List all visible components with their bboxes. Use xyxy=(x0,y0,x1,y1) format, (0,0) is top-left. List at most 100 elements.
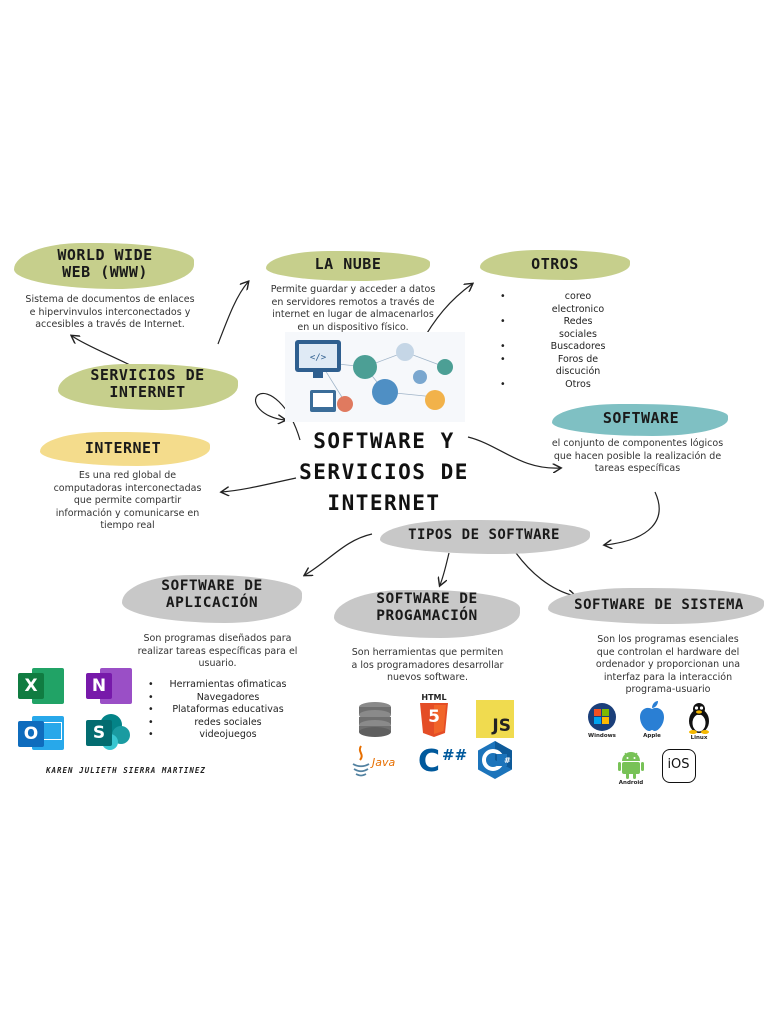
otros-title-brush xyxy=(480,250,630,280)
aplicacion-title: SOFTWARE DE APLICACIÓN xyxy=(132,578,292,611)
onenote-icon: N xyxy=(86,666,132,706)
tipos-title-brush xyxy=(380,520,590,554)
otros-item: coreo electronico xyxy=(500,291,612,316)
programacion-description: Son herramientas que permiten a los prog… xyxy=(340,647,515,685)
otros-item: Buscadores xyxy=(500,341,612,354)
java-cup xyxy=(352,745,370,777)
www-desc-line: e hipervinvulos interconectados y xyxy=(29,306,191,318)
sistema-title: SOFTWARE DE SISTEMA xyxy=(574,597,744,613)
html5-icon: HTML 5 xyxy=(414,693,454,739)
arrow-to-software xyxy=(467,436,560,468)
sharepoint-icon: S xyxy=(86,712,134,754)
aplicacion-item: Plataformas educativas xyxy=(148,704,288,717)
linux-label: Linux xyxy=(690,735,708,741)
servicios-title-line1: SERVICIOS DE xyxy=(90,366,205,384)
central-title-line1: SOFTWARE Y xyxy=(313,429,455,453)
programacion-desc-line: nuevos software. xyxy=(386,672,469,683)
svg-text:</>: </> xyxy=(310,353,327,363)
outlook-icon: O xyxy=(18,712,64,754)
sistema-desc-line: Son los programas esenciales xyxy=(597,634,739,645)
sistema-desc-line: interfaz para la interacción xyxy=(603,671,733,683)
otros-title: OTROS xyxy=(531,255,579,273)
www-title-brush xyxy=(14,243,194,289)
aplicacion-desc-line: realizar tareas específicas para el xyxy=(137,645,298,657)
programacion-title-brush xyxy=(334,590,520,638)
cpp-hash: ## xyxy=(442,746,468,764)
sistema-title-brush xyxy=(548,588,764,624)
nube-desc-line: Permite guardar y acceder a datos xyxy=(270,284,436,295)
internet-desc-line: tiempo real xyxy=(100,520,155,531)
software-desc-line: tareas específicas xyxy=(594,463,681,474)
javascript-icon: JS xyxy=(476,700,514,738)
central-title-line2: SERVICIOS DE xyxy=(299,460,469,484)
sharepoint-letter: S xyxy=(86,720,112,746)
arrow-to-nube xyxy=(217,282,248,345)
aplicacion-desc-line: Son programas diseñados para xyxy=(143,633,292,644)
software-description: el conjunto de componentes lógicos que h… xyxy=(550,438,725,476)
www-desc-line: accesibles a través de Internet. xyxy=(35,319,185,330)
cpp-letter: C xyxy=(418,744,441,779)
otros-list: coreo electronico Redes sociales Buscado… xyxy=(500,291,605,391)
onenote-letter: N xyxy=(86,673,112,699)
sistema-desc-line: ordenador y proporcionan una xyxy=(595,659,741,670)
arrow-to-www xyxy=(72,336,131,366)
servicios-title: SERVICIOS DE INTERNET xyxy=(70,366,225,402)
cloud-illustration: </> xyxy=(285,332,465,422)
www-desc-line: Sistema de documentos de enlaces xyxy=(25,294,195,305)
internet-desc-line: que permite compartir xyxy=(73,495,182,506)
aplicacion-item: videojuegos xyxy=(148,729,288,742)
www-title: WORLD WIDE WEB (WWW) xyxy=(30,246,180,282)
windows-label: Windows xyxy=(588,733,616,739)
arrow-to-aplicacion xyxy=(305,533,373,575)
servicios-title-line2: INTERNET xyxy=(109,383,186,402)
nube-title-brush xyxy=(266,251,430,281)
html5-shield xyxy=(420,703,448,737)
html-label: HTML xyxy=(421,693,447,702)
java-label: Java xyxy=(372,756,396,769)
java-icon: Java xyxy=(350,744,406,778)
linux-icon: Linux xyxy=(682,702,716,744)
nube-title: LA NUBE xyxy=(314,255,382,273)
software-title-brush xyxy=(552,404,728,436)
aplicacion-title-line1: SOFTWARE DE xyxy=(161,578,263,594)
internet-desc-line: Es una red global de xyxy=(78,470,177,481)
programacion-title: SOFTWARE DE PROGAMACIÓN xyxy=(346,591,508,624)
html5-number: 5 xyxy=(428,707,440,727)
database-icon xyxy=(359,702,391,737)
author-name: KAREN JULIETH SIERRA MARTINEZ xyxy=(46,766,206,775)
apple-shape xyxy=(640,701,664,731)
windows-orb xyxy=(588,703,616,731)
programacion-desc-line: Son herramientas que permiten xyxy=(351,647,504,658)
arrow-software-to-tipos xyxy=(605,491,660,545)
js-label: JS xyxy=(492,716,511,736)
excel-letter: X xyxy=(18,673,44,699)
ios-icon: iOS xyxy=(662,749,696,783)
aplicacion-title-brush xyxy=(122,575,302,623)
software-desc-line: que hacen posible la realización de xyxy=(553,450,722,462)
programacion-title-line2: PROGAMACIÓN xyxy=(376,607,478,624)
sistema-desc-line: que controlan el hardware del xyxy=(596,646,740,658)
android-robot xyxy=(618,752,644,779)
otros-item: Otros xyxy=(500,379,612,392)
outlook-letter: O xyxy=(18,721,44,747)
ios-label: iOS xyxy=(667,757,690,772)
svg-text:#: # xyxy=(504,756,511,765)
apple-icon: Apple xyxy=(634,700,670,744)
programacion-desc-line: a los programadores desarrollar xyxy=(351,659,504,671)
arrow-to-internet xyxy=(222,477,297,492)
internet-title: INTERNET xyxy=(84,439,162,457)
aplicacion-item: redes sociales xyxy=(148,717,288,730)
nube-desc-line: en servidores remotos a través de xyxy=(271,296,435,308)
www-title-line1: WORLD WIDE xyxy=(57,246,153,264)
central-title: SOFTWARE Y SERVICIOS DE INTERNET xyxy=(296,426,472,519)
aplicacion-description: Son programas diseñados para realizar ta… xyxy=(130,633,305,671)
internet-title-brush xyxy=(40,432,210,466)
arrow-to-sistema xyxy=(515,552,575,596)
android-icon: Android xyxy=(614,750,648,788)
software-title: SOFTWARE xyxy=(602,409,680,427)
aplicacion-item: Navegadores xyxy=(148,692,288,705)
tipos-title: TIPOS DE SOFTWARE xyxy=(408,527,560,543)
internet-desc-line: información y comunicarse en xyxy=(55,507,200,519)
sistema-desc-line: programa-usuario xyxy=(625,684,711,695)
aplicacion-list: Herramientas ofimaticas Navegadores Plat… xyxy=(148,679,288,742)
